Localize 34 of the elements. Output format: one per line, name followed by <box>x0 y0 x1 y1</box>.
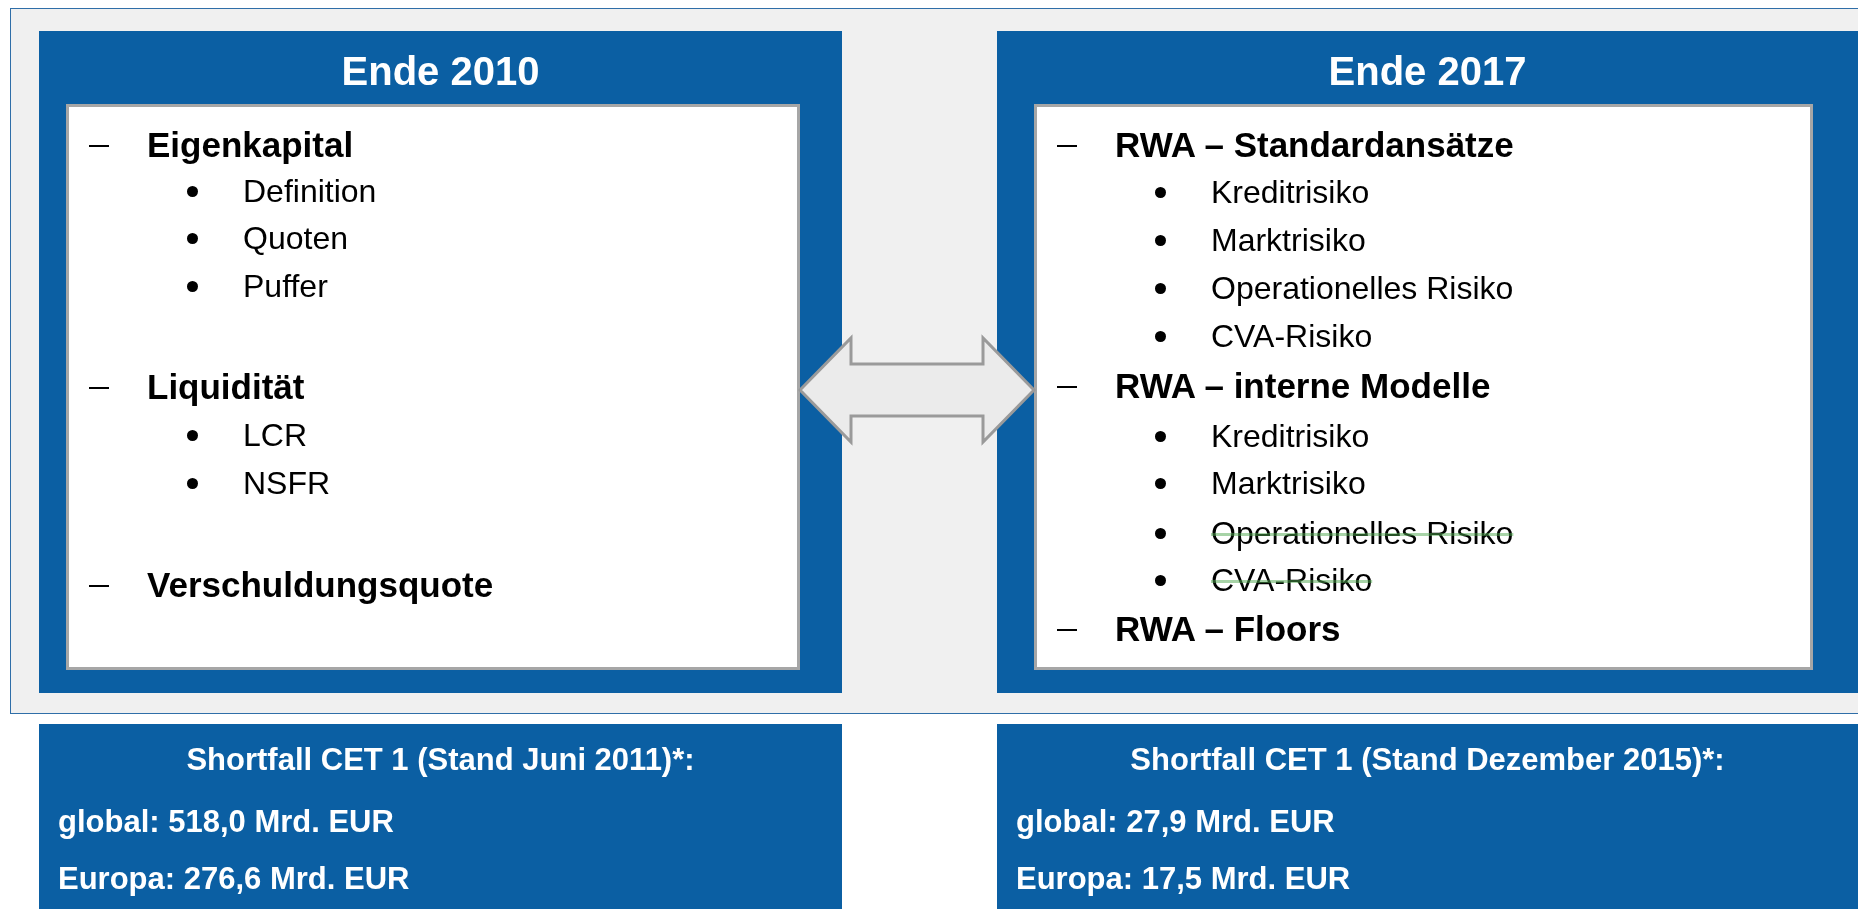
topic-heading: Verschuldungsquote <box>147 564 494 606</box>
subtopic-text: NSFR <box>243 464 331 503</box>
panel-title: Ende 2017 <box>1327 48 1528 95</box>
topic-list-box <box>1034 104 1813 670</box>
subtopic-text: CVA-Risiko <box>1211 561 1373 600</box>
shortfall-value: global: 27,9 Mrd. EUR <box>1016 803 1335 841</box>
topic-heading: RWA – Standardansätze <box>1115 124 1514 166</box>
topic-heading: Liquidität <box>147 366 305 408</box>
topic-heading: Eigenkapital <box>147 124 354 166</box>
subtopic-text: Kreditrisiko <box>1211 173 1370 212</box>
subtopic-text: Operationelles Risiko <box>1211 514 1514 553</box>
shortfall-box <box>39 724 842 909</box>
subtopic-text: Puffer <box>243 267 328 306</box>
panel-title: Ende 2010 <box>340 48 541 95</box>
shortfall-box <box>997 724 1858 909</box>
period-panel <box>39 31 842 693</box>
subtopic-text: Operationelles Risiko <box>1211 269 1514 308</box>
shortfall-value: Europa: 276,6 Mrd. EUR <box>58 860 410 898</box>
subtopic-text: Marktrisiko <box>1211 221 1366 260</box>
subtopic-text: Kreditrisiko <box>1211 417 1370 456</box>
subtopic-text: Quoten <box>243 219 348 258</box>
shortfall-value: global: 518,0 Mrd. EUR <box>58 803 394 841</box>
subtopic-text: Definition <box>243 172 377 211</box>
topic-heading: RWA – Floors <box>1115 608 1341 650</box>
subtopic-text: Marktrisiko <box>1211 464 1366 503</box>
period-panel <box>997 31 1858 693</box>
double-arrow <box>797 334 1037 446</box>
subtopic-text: CVA-Risiko <box>1211 317 1373 356</box>
subtopic-text: LCR <box>243 416 307 455</box>
shortfall-value: Europa: 17,5 Mrd. EUR <box>1016 860 1351 898</box>
shortfall-heading: Shortfall CET 1 (Stand Dezember 2015)*: <box>1129 741 1726 779</box>
topic-heading: RWA – interne Modelle <box>1115 365 1491 407</box>
shortfall-heading: Shortfall CET 1 (Stand Juni 2011)*: <box>185 741 696 779</box>
topic-list-box <box>66 104 800 670</box>
